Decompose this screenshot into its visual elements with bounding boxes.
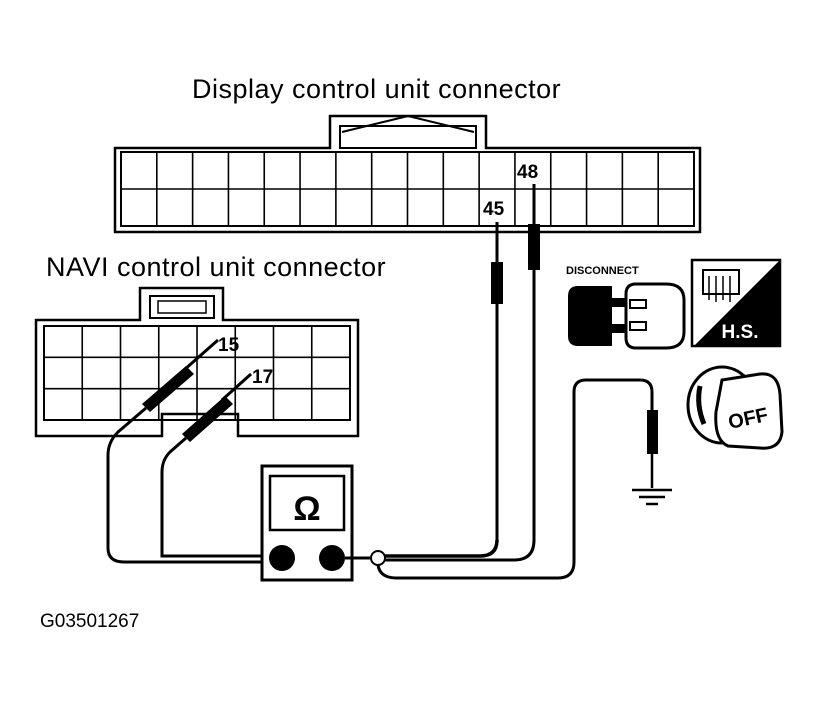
probe-lead-17 bbox=[160, 372, 262, 558]
probe-lead-15 bbox=[106, 338, 262, 564]
pin-label-15: 15 bbox=[218, 335, 240, 356]
figure-code: G03501267 bbox=[40, 611, 139, 632]
ground-symbol-icon bbox=[632, 454, 672, 506]
wire-junction bbox=[370, 550, 386, 566]
wire-45-to-meter bbox=[385, 539, 499, 558]
disconnect-connector-icon bbox=[568, 282, 686, 350]
pin-label-48: 48 bbox=[517, 162, 538, 183]
harness-side-label: H.S. bbox=[722, 322, 759, 343]
disconnect-label: DISCONNECT bbox=[566, 265, 639, 277]
meter-ohm-symbol: Ω bbox=[293, 490, 320, 528]
wire-48-to-meter bbox=[385, 539, 536, 562]
ground-probe bbox=[647, 410, 658, 454]
connector-cavities bbox=[44, 152, 694, 420]
ground-wire bbox=[376, 378, 654, 580]
pin-label-45: 45 bbox=[483, 199, 505, 220]
probe-lead-48 bbox=[528, 184, 540, 540]
ignition-key-off-icon bbox=[686, 365, 784, 450]
probe-lead-45 bbox=[491, 222, 503, 540]
harness-side-icon bbox=[690, 258, 782, 348]
display-connector-title: Display control unit connector bbox=[192, 74, 561, 104]
ohmmeter-icon bbox=[260, 464, 354, 582]
navi-connector-title: NAVI control unit connector bbox=[46, 252, 386, 282]
pin-label-17: 17 bbox=[252, 367, 273, 388]
